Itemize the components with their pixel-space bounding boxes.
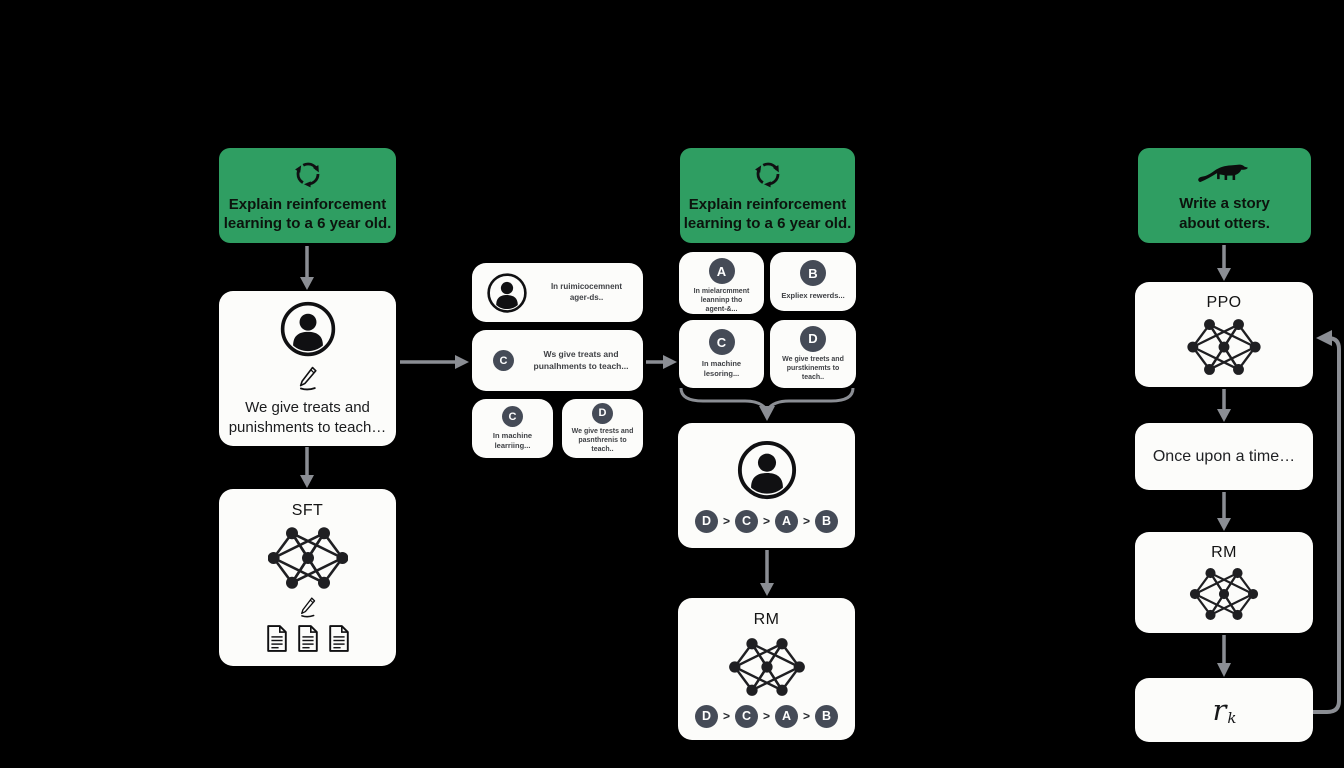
rank-badge: D — [694, 704, 718, 728]
neural-net-icon — [268, 526, 348, 590]
comparison-card-d: D We give treets and purstkinemts to tea… — [770, 320, 856, 388]
recycle-icon — [752, 158, 784, 190]
greater-than: > — [762, 514, 770, 528]
rank-badge: D — [694, 509, 718, 533]
sample-card-c2: C In machine learriing... — [472, 399, 553, 458]
preference-ranking: D > C > A > B — [694, 704, 839, 728]
prompt-card-rm: Explain reinforcement learning to a 6 ye… — [680, 148, 855, 243]
greater-than: > — [762, 709, 770, 723]
prompt-card-ppo: Write a story about otters. — [1138, 148, 1311, 243]
sft-model-card: SFT — [219, 489, 396, 666]
rank-badge: A — [775, 704, 798, 728]
greater-than: > — [722, 514, 730, 528]
user-icon — [736, 439, 798, 501]
rank-badge: B — [815, 704, 839, 728]
preference-ranking: D > C > A > B — [694, 509, 839, 533]
prompt-text: Write a story about otters. — [1179, 195, 1270, 232]
brace-right — [766, 387, 855, 410]
sample-text: In machine lesoring... — [701, 359, 742, 378]
rank-badge: A — [775, 509, 798, 533]
labeler-ranking-card: D > C > A > B — [678, 423, 855, 548]
reward-model-scoring-card: RM — [1135, 532, 1313, 633]
sample-text: We give treets and purstkinemts to teach… — [782, 355, 844, 382]
pencil-icon — [295, 365, 320, 391]
recycle-icon — [292, 158, 324, 190]
output-card: Once upon a time… — [1135, 423, 1313, 490]
output-text: Once upon a time… — [1152, 447, 1296, 465]
feedback-arrowhead — [1316, 330, 1332, 346]
pencil-icon — [297, 596, 318, 618]
comparison-card-c: C In machine lesoring... — [679, 320, 764, 388]
sft-label: SFT — [291, 502, 324, 519]
rm-label: RM — [1211, 544, 1237, 561]
brace-left — [679, 387, 768, 410]
document-icon — [296, 624, 320, 653]
rank-badge: B — [815, 509, 839, 533]
sample-badge: C — [502, 406, 523, 428]
neural-net-icon — [1186, 318, 1262, 376]
sample-card-top: In ruimicocemnent ager-ds.. — [472, 263, 643, 322]
otter-icon — [1197, 158, 1253, 189]
sample-badge: D — [592, 402, 613, 424]
documents-row — [265, 624, 351, 653]
document-icon — [265, 624, 289, 653]
ppo-model-card: PPO — [1135, 282, 1313, 387]
sample-text: In ruimicocemnent ager-ds.. — [550, 281, 623, 302]
document-icon — [327, 624, 351, 653]
ppo-label: PPO — [1206, 293, 1242, 311]
greater-than: > — [803, 514, 811, 528]
sample-text: Ws give treats and punalhments to teach.… — [533, 349, 629, 371]
arrow-grid-to-labeler — [759, 406, 775, 421]
user-icon — [279, 300, 337, 358]
reward-model-card: RM D > C > A > B — [678, 598, 855, 740]
feedback-loop-reward-to-ppo — [1313, 336, 1341, 714]
rank-badge: C — [734, 704, 758, 728]
sample-text: We give trests and pasnthrenis to teach.… — [571, 427, 634, 454]
sample-text: Expliex rewerds... — [781, 291, 845, 300]
demonstration-text: We give treats and punishments to teach… — [228, 399, 387, 436]
comparison-card-b: B Expliex rewerds... — [770, 252, 856, 311]
sample-badge: C — [708, 329, 735, 356]
reward-subscript: k — [1227, 709, 1237, 727]
comparison-card-a: A In mielarcmment leanninp tho agent-&..… — [679, 252, 764, 314]
sample-text: In machine learriing... — [492, 431, 533, 450]
sample-text: In mielarcmment leanninp tho agent-&... — [693, 288, 750, 314]
sample-badge: A — [708, 258, 735, 284]
user-icon — [486, 272, 528, 314]
sample-card-c: C Ws give treats and punalhments to teac… — [472, 330, 643, 391]
sample-badge: B — [800, 260, 826, 286]
greater-than: > — [722, 709, 730, 723]
prompt-text: Explain reinforcement learning to a 6 ye… — [683, 195, 852, 232]
greater-than: > — [803, 709, 811, 723]
prompt-card-sft: Explain reinforcement learning to a 6 ye… — [219, 148, 396, 243]
sample-badge: D — [800, 325, 826, 352]
prompt-text: Explain reinforcement learning to a 6 ye… — [223, 195, 392, 232]
rank-badge: C — [734, 509, 758, 533]
labeler-demonstration-card: We give treats and punishments to teach… — [219, 291, 396, 446]
sample-badge: C — [493, 350, 514, 371]
sample-card-d: D We give trests and pasnthrenis to teac… — [562, 399, 643, 458]
rm-label: RM — [753, 610, 780, 628]
reward-symbol: r — [1212, 693, 1227, 727]
reward-score-card: r k — [1135, 678, 1313, 742]
neural-net-icon — [728, 637, 806, 697]
neural-net-icon — [1189, 567, 1259, 621]
